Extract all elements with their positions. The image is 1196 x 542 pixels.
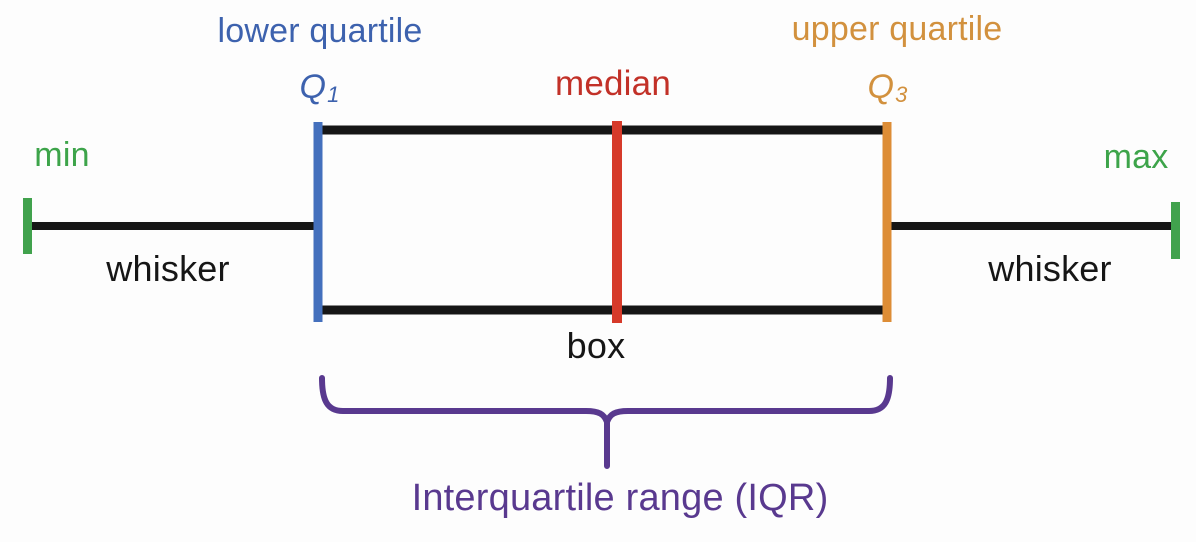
- min-cap-tick: [23, 198, 32, 254]
- q3-subscript: 3: [895, 82, 908, 107]
- max-label: max: [1103, 138, 1169, 176]
- q1-letter: Q: [299, 68, 327, 106]
- iqr-brace: [319, 375, 893, 469]
- q1-subscript: 1: [327, 82, 340, 107]
- iqr-label: Interquartile range (IQR): [411, 477, 829, 519]
- max-cap-tick: [1171, 202, 1180, 259]
- median-label: median: [555, 64, 671, 103]
- q1-symbol-label: Q1: [299, 68, 340, 107]
- upper-quartile-label: upper quartile: [791, 10, 1003, 48]
- q3-symbol-label: Q3: [867, 68, 908, 107]
- lower-quartile-label: lower quartile: [217, 12, 423, 50]
- box-label: box: [566, 325, 626, 366]
- whisker-left-label: whisker: [106, 248, 230, 289]
- min-label: min: [34, 136, 90, 174]
- q3-letter: Q: [867, 68, 895, 106]
- whisker-right-label: whisker: [988, 248, 1112, 289]
